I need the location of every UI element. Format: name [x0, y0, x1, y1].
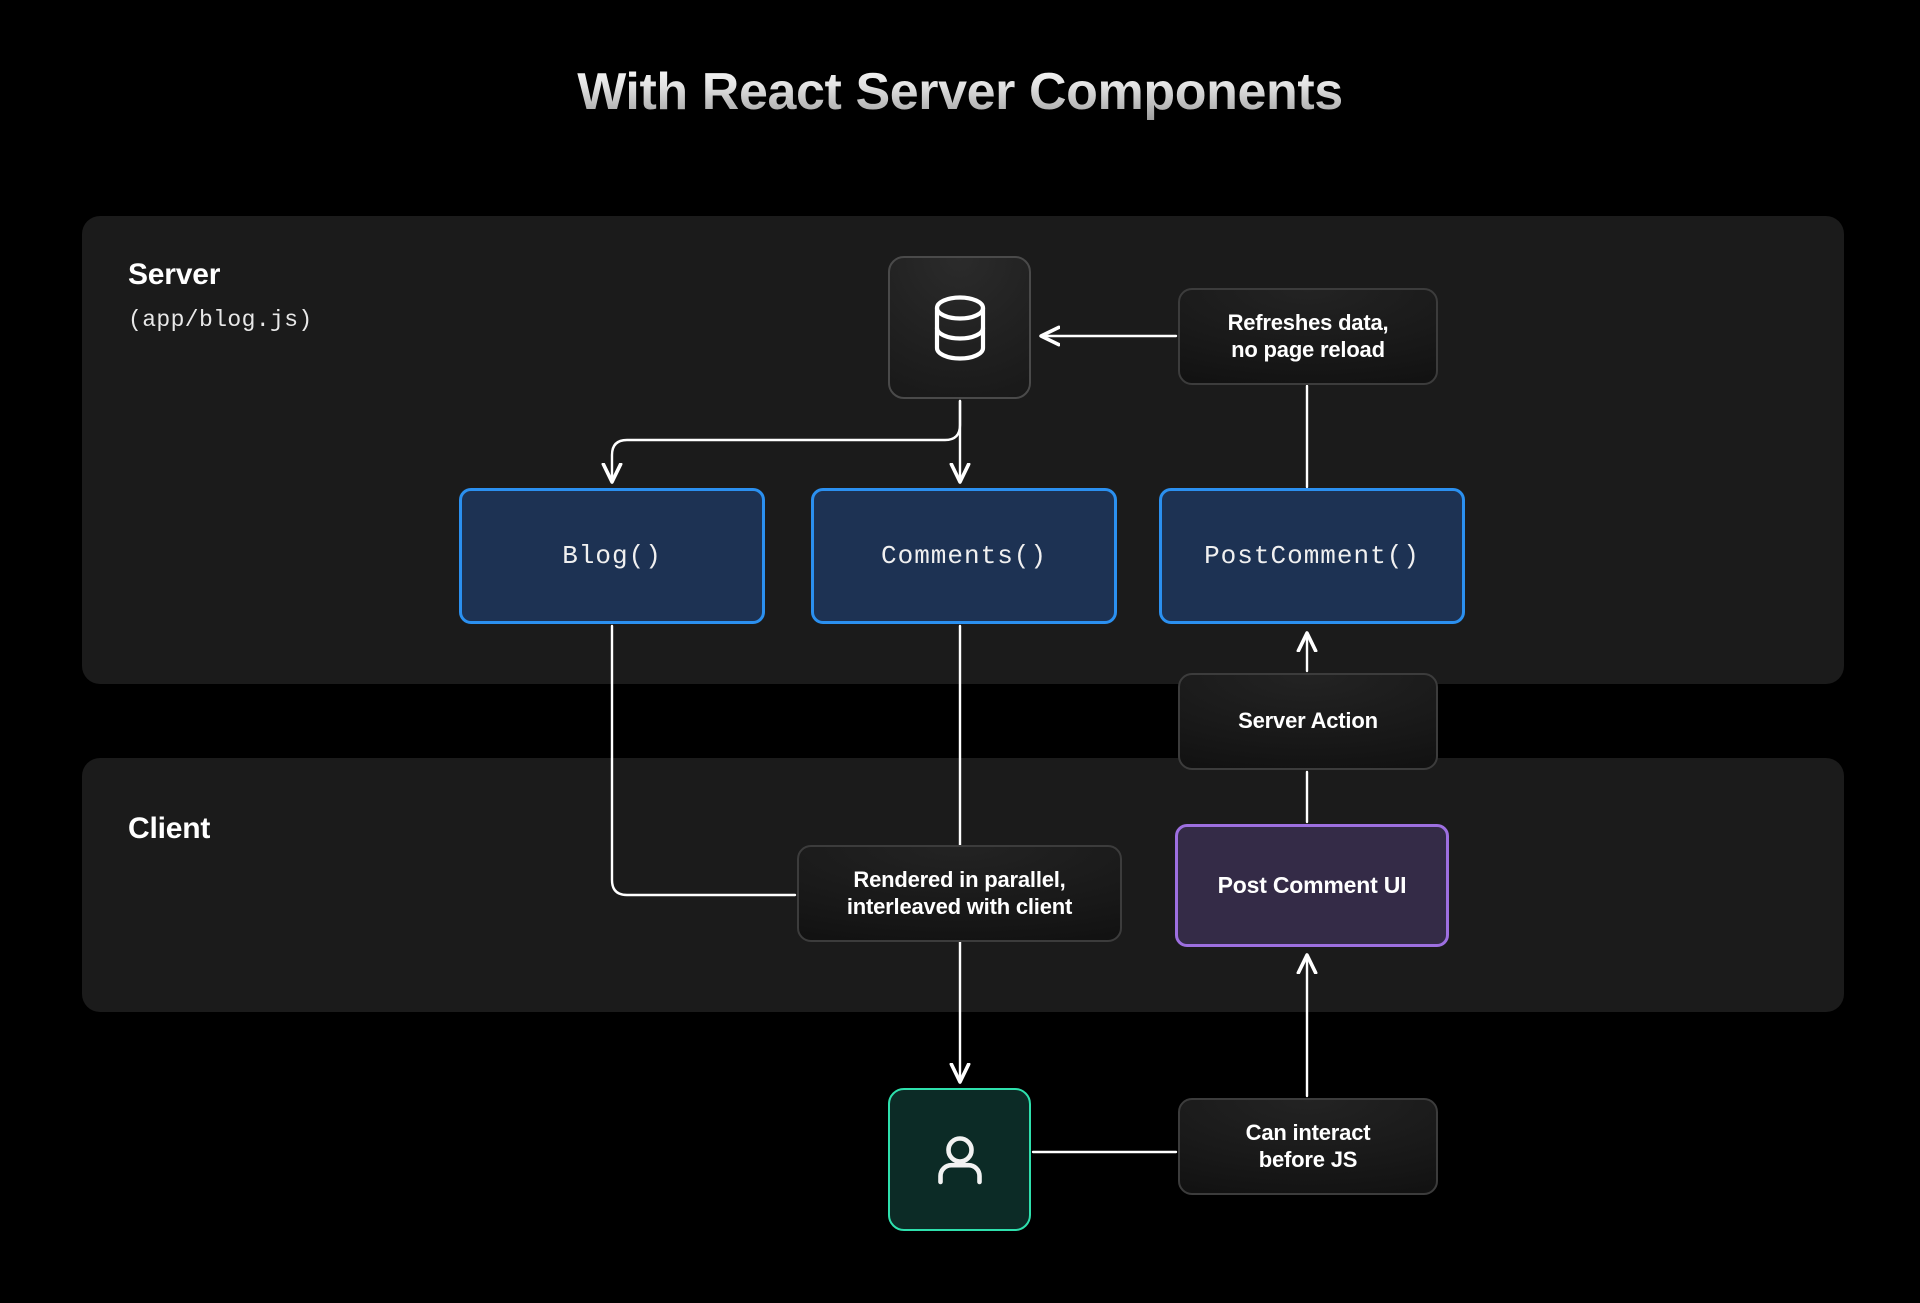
rendered-in-parallel-note-line2: interleaved with client — [846, 893, 1073, 919]
server-action-note[interactable]: Server Action — [1178, 673, 1438, 770]
post-comment-ui-label: Post Comment UI — [1217, 872, 1407, 898]
user-node[interactable] — [888, 1088, 1031, 1231]
post-comment-node[interactable]: PostComment() — [1159, 488, 1465, 624]
post-comment-ui-node[interactable]: Post Comment UI — [1175, 824, 1449, 947]
can-interact-note-line2: before JS — [1258, 1146, 1358, 1172]
rendered-in-parallel-note-line1: Rendered in parallel, — [853, 866, 1066, 892]
blog-node[interactable]: Blog() — [459, 488, 765, 624]
server-action-note-line1: Server Action — [1238, 708, 1378, 734]
refreshes-data-note[interactable]: Refreshes data, no page reload — [1178, 288, 1438, 385]
can-interact-note-line1: Can interact — [1245, 1119, 1371, 1145]
comments-node-label: Comments() — [880, 541, 1048, 571]
database-icon — [934, 294, 985, 361]
user-icon — [937, 1135, 982, 1184]
rendered-in-parallel-note[interactable]: Rendered in parallel, interleaved with c… — [797, 845, 1122, 942]
post-comment-node-label: PostComment() — [1204, 541, 1420, 571]
page-title: With React Server Components — [0, 62, 1920, 122]
can-interact-note[interactable]: Can interact before JS — [1178, 1098, 1438, 1195]
blog-node-label: Blog() — [562, 541, 662, 571]
client-panel-label: Client — [128, 812, 211, 845]
refreshes-data-note-line2: no page reload — [1231, 336, 1385, 362]
server-panel-sublabel: (app/blog.js) — [128, 307, 313, 333]
comments-node[interactable]: Comments() — [811, 488, 1117, 624]
server-panel-label: Server — [128, 258, 221, 291]
database-node[interactable] — [888, 256, 1031, 399]
refreshes-data-note-line1: Refreshes data, — [1227, 309, 1389, 335]
